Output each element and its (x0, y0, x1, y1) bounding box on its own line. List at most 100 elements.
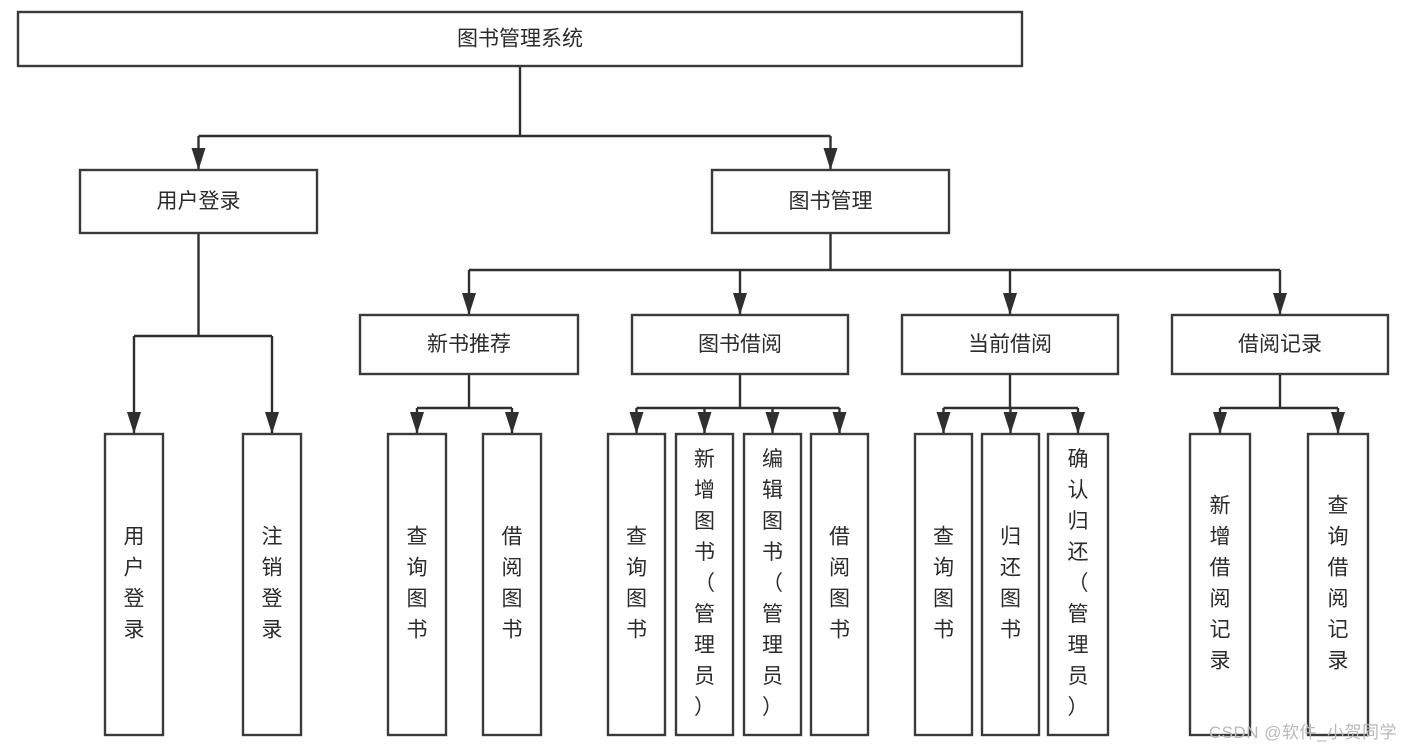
node-new_book_rec[interactable]: 新书推荐 (358, 313, 580, 376)
node-label-char: 注 (262, 526, 283, 549)
node-label-char: 记 (1328, 619, 1349, 642)
node-label-char: 询 (626, 557, 647, 580)
node-label-char: 增 (694, 479, 715, 502)
node-label-char: 录 (124, 619, 145, 642)
node-current_borrow[interactable]: 当前借阅 (900, 313, 1120, 376)
node-label-char: 图 (694, 510, 715, 533)
node-label-char: 询 (407, 557, 428, 580)
node-label-char: 认 (1068, 479, 1089, 502)
node-label: 借阅记录 (1238, 333, 1322, 356)
node-label-char: 书 (407, 619, 428, 642)
arrow-head-icon (823, 148, 838, 170)
node-label-char: 阅 (1328, 588, 1349, 611)
node-label-char: 询 (933, 557, 954, 580)
arrow-head-icon (1213, 412, 1227, 434)
node-label-char: 图 (626, 588, 647, 611)
node-box (913, 432, 974, 737)
node-label-char: 查 (933, 526, 954, 549)
node-book_mgmt[interactable]: 图书管理 (710, 168, 951, 235)
node-label: 当前借阅 (968, 333, 1052, 356)
node-box (1046, 432, 1110, 737)
node-label: 图书借阅 (698, 333, 782, 356)
node-label-char: 归 (1068, 510, 1089, 533)
arrow-head-icon (832, 412, 847, 434)
node-label-char: 查 (407, 526, 428, 549)
node-box (481, 432, 543, 737)
arrow-head-icon (265, 412, 279, 434)
arrow-head-icon (127, 412, 141, 434)
arrow-head-icon (629, 412, 644, 434)
node-label-char: 员 (1068, 665, 1089, 688)
node-label: 图书管理系统 (457, 28, 583, 51)
node-box (710, 168, 951, 235)
node-box (386, 432, 448, 737)
node-book_borrow[interactable]: 图书借阅 (630, 313, 850, 376)
node-leaf_user_login[interactable]: 用户登录 (103, 432, 165, 737)
node-box (1170, 313, 1390, 376)
node-box (358, 313, 580, 376)
node-box (630, 313, 850, 376)
node-borrow_record[interactable]: 借阅记录 (1170, 313, 1390, 376)
node-box (980, 432, 1041, 737)
node-box (1188, 432, 1252, 737)
node-box (809, 432, 870, 737)
node-root[interactable]: 图书管理系统 (16, 10, 1024, 68)
node-box (1306, 432, 1370, 737)
arrow-head-icon (697, 412, 712, 434)
arrow-head-icon (191, 148, 206, 170)
node-box (78, 168, 319, 235)
node-label-char: 借 (1210, 557, 1231, 580)
node-user_login[interactable]: 用户登录 (78, 168, 319, 235)
node-label-char: 借 (502, 526, 523, 549)
arrow-head-icon (1071, 412, 1085, 434)
node-label-char: 管 (762, 603, 783, 626)
node-label-char: 登 (124, 588, 145, 611)
node-label-char: 确 (1068, 448, 1089, 471)
node-label-char: 管 (694, 603, 715, 626)
node-label-char: 员 (762, 665, 783, 688)
node-label-char: 增 (1210, 526, 1231, 549)
node-label-char: 借 (829, 526, 850, 549)
node-label-char: （ (1068, 572, 1089, 595)
node-label-char: 记 (1210, 619, 1231, 642)
node-label-char: 管 (1068, 603, 1089, 626)
node-label-char: 图 (1000, 588, 1021, 611)
edges-layer (127, 66, 1345, 434)
node-box (606, 432, 667, 737)
node-box (103, 432, 165, 737)
node-box (674, 432, 735, 737)
arrow-head-icon (936, 412, 951, 434)
arrow-head-icon (1273, 293, 1287, 315)
node-label-char: 书 (762, 541, 783, 564)
node-label-char: 书 (933, 619, 954, 642)
node-label-char: 图 (829, 588, 850, 611)
node-box (241, 432, 303, 737)
node-label-char: 图 (762, 510, 783, 533)
node-label-char: 阅 (502, 557, 523, 580)
arrow-head-icon (410, 412, 424, 434)
node-label-char: 录 (1328, 650, 1349, 673)
node-label-char: 借 (1328, 557, 1349, 580)
node-label-char: 销 (262, 557, 283, 580)
node-label: 用户登录 (157, 190, 241, 213)
node-label-char: 还 (1068, 541, 1089, 564)
node-label-char: 询 (1328, 526, 1349, 549)
arrow-head-icon (462, 293, 476, 315)
node-label-char: 员 (694, 665, 715, 688)
arrow-head-icon (1003, 412, 1018, 434)
node-label-char: 还 (1000, 557, 1021, 580)
node-label-char: 登 (262, 588, 283, 611)
